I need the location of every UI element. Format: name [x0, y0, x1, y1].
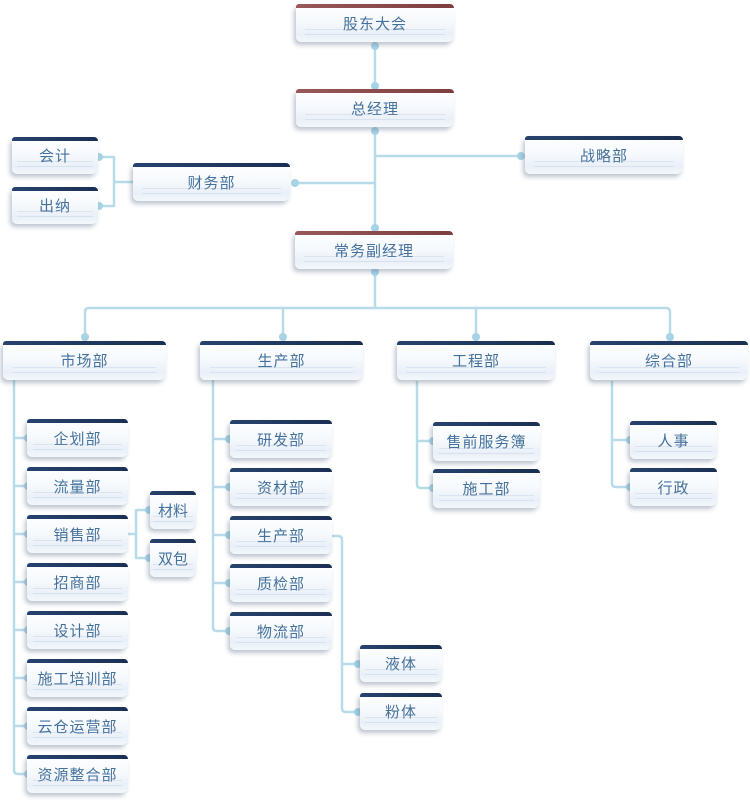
node-general-manager[interactable]: 总经理	[296, 89, 454, 127]
node-finance[interactable]: 财务部	[133, 163, 290, 201]
edge-engineering-trunk	[415, 380, 434, 490]
node-powder[interactable]: 粉体	[360, 693, 442, 730]
node-marketing[interactable]: 市场部	[3, 341, 166, 380]
edge-sales-children	[127, 508, 150, 560]
node-shareholders[interactable]: 股东大会	[296, 4, 454, 42]
node-cloud-warehouse[interactable]: 云仓运营部	[27, 707, 128, 745]
node-design[interactable]: 设计部	[27, 611, 128, 649]
edge-finance-children	[97, 155, 135, 208]
node-general-affairs[interactable]: 综合部	[590, 341, 748, 380]
node-materials-supply[interactable]: 资材部	[230, 468, 332, 506]
node-production[interactable]: 生产部	[200, 341, 363, 380]
node-engineering[interactable]: 工程部	[397, 341, 555, 380]
node-logistics[interactable]: 物流部	[230, 612, 332, 650]
node-construction[interactable]: 施工部	[433, 469, 540, 508]
node-cashier[interactable]: 出纳	[12, 187, 98, 224]
node-quality[interactable]: 质检部	[230, 564, 332, 602]
node-rnd[interactable]: 研发部	[230, 420, 332, 458]
node-materials[interactable]: 材料	[150, 491, 196, 529]
node-traffic[interactable]: 流量部	[27, 467, 128, 505]
node-liquid[interactable]: 液体	[360, 645, 442, 682]
node-construction-training[interactable]: 施工培训部	[27, 659, 128, 697]
node-hr[interactable]: 人事	[630, 421, 717, 459]
edge-productionsub-children	[330, 534, 360, 714]
node-sales[interactable]: 销售部	[27, 515, 128, 553]
node-investment[interactable]: 招商部	[27, 563, 128, 601]
node-planning[interactable]: 企划部	[27, 419, 128, 457]
node-strategy[interactable]: 战略部	[525, 136, 683, 174]
node-deputy-gm[interactable]: 常务副经理	[295, 231, 453, 269]
edge-general-trunk	[610, 380, 631, 489]
edge-production-trunk	[211, 379, 231, 633]
node-presales-service[interactable]: 售前服务簿	[433, 422, 540, 461]
node-admin[interactable]: 行政	[630, 468, 717, 506]
node-double-contract[interactable]: 双包	[150, 539, 196, 577]
edge-marketing-trunk	[12, 379, 29, 776]
node-accounting[interactable]: 会计	[12, 137, 98, 174]
node-production-sub[interactable]: 生产部	[230, 516, 332, 554]
edge-distribution	[83, 306, 672, 340]
node-resource-integration[interactable]: 资源整合部	[27, 755, 128, 793]
